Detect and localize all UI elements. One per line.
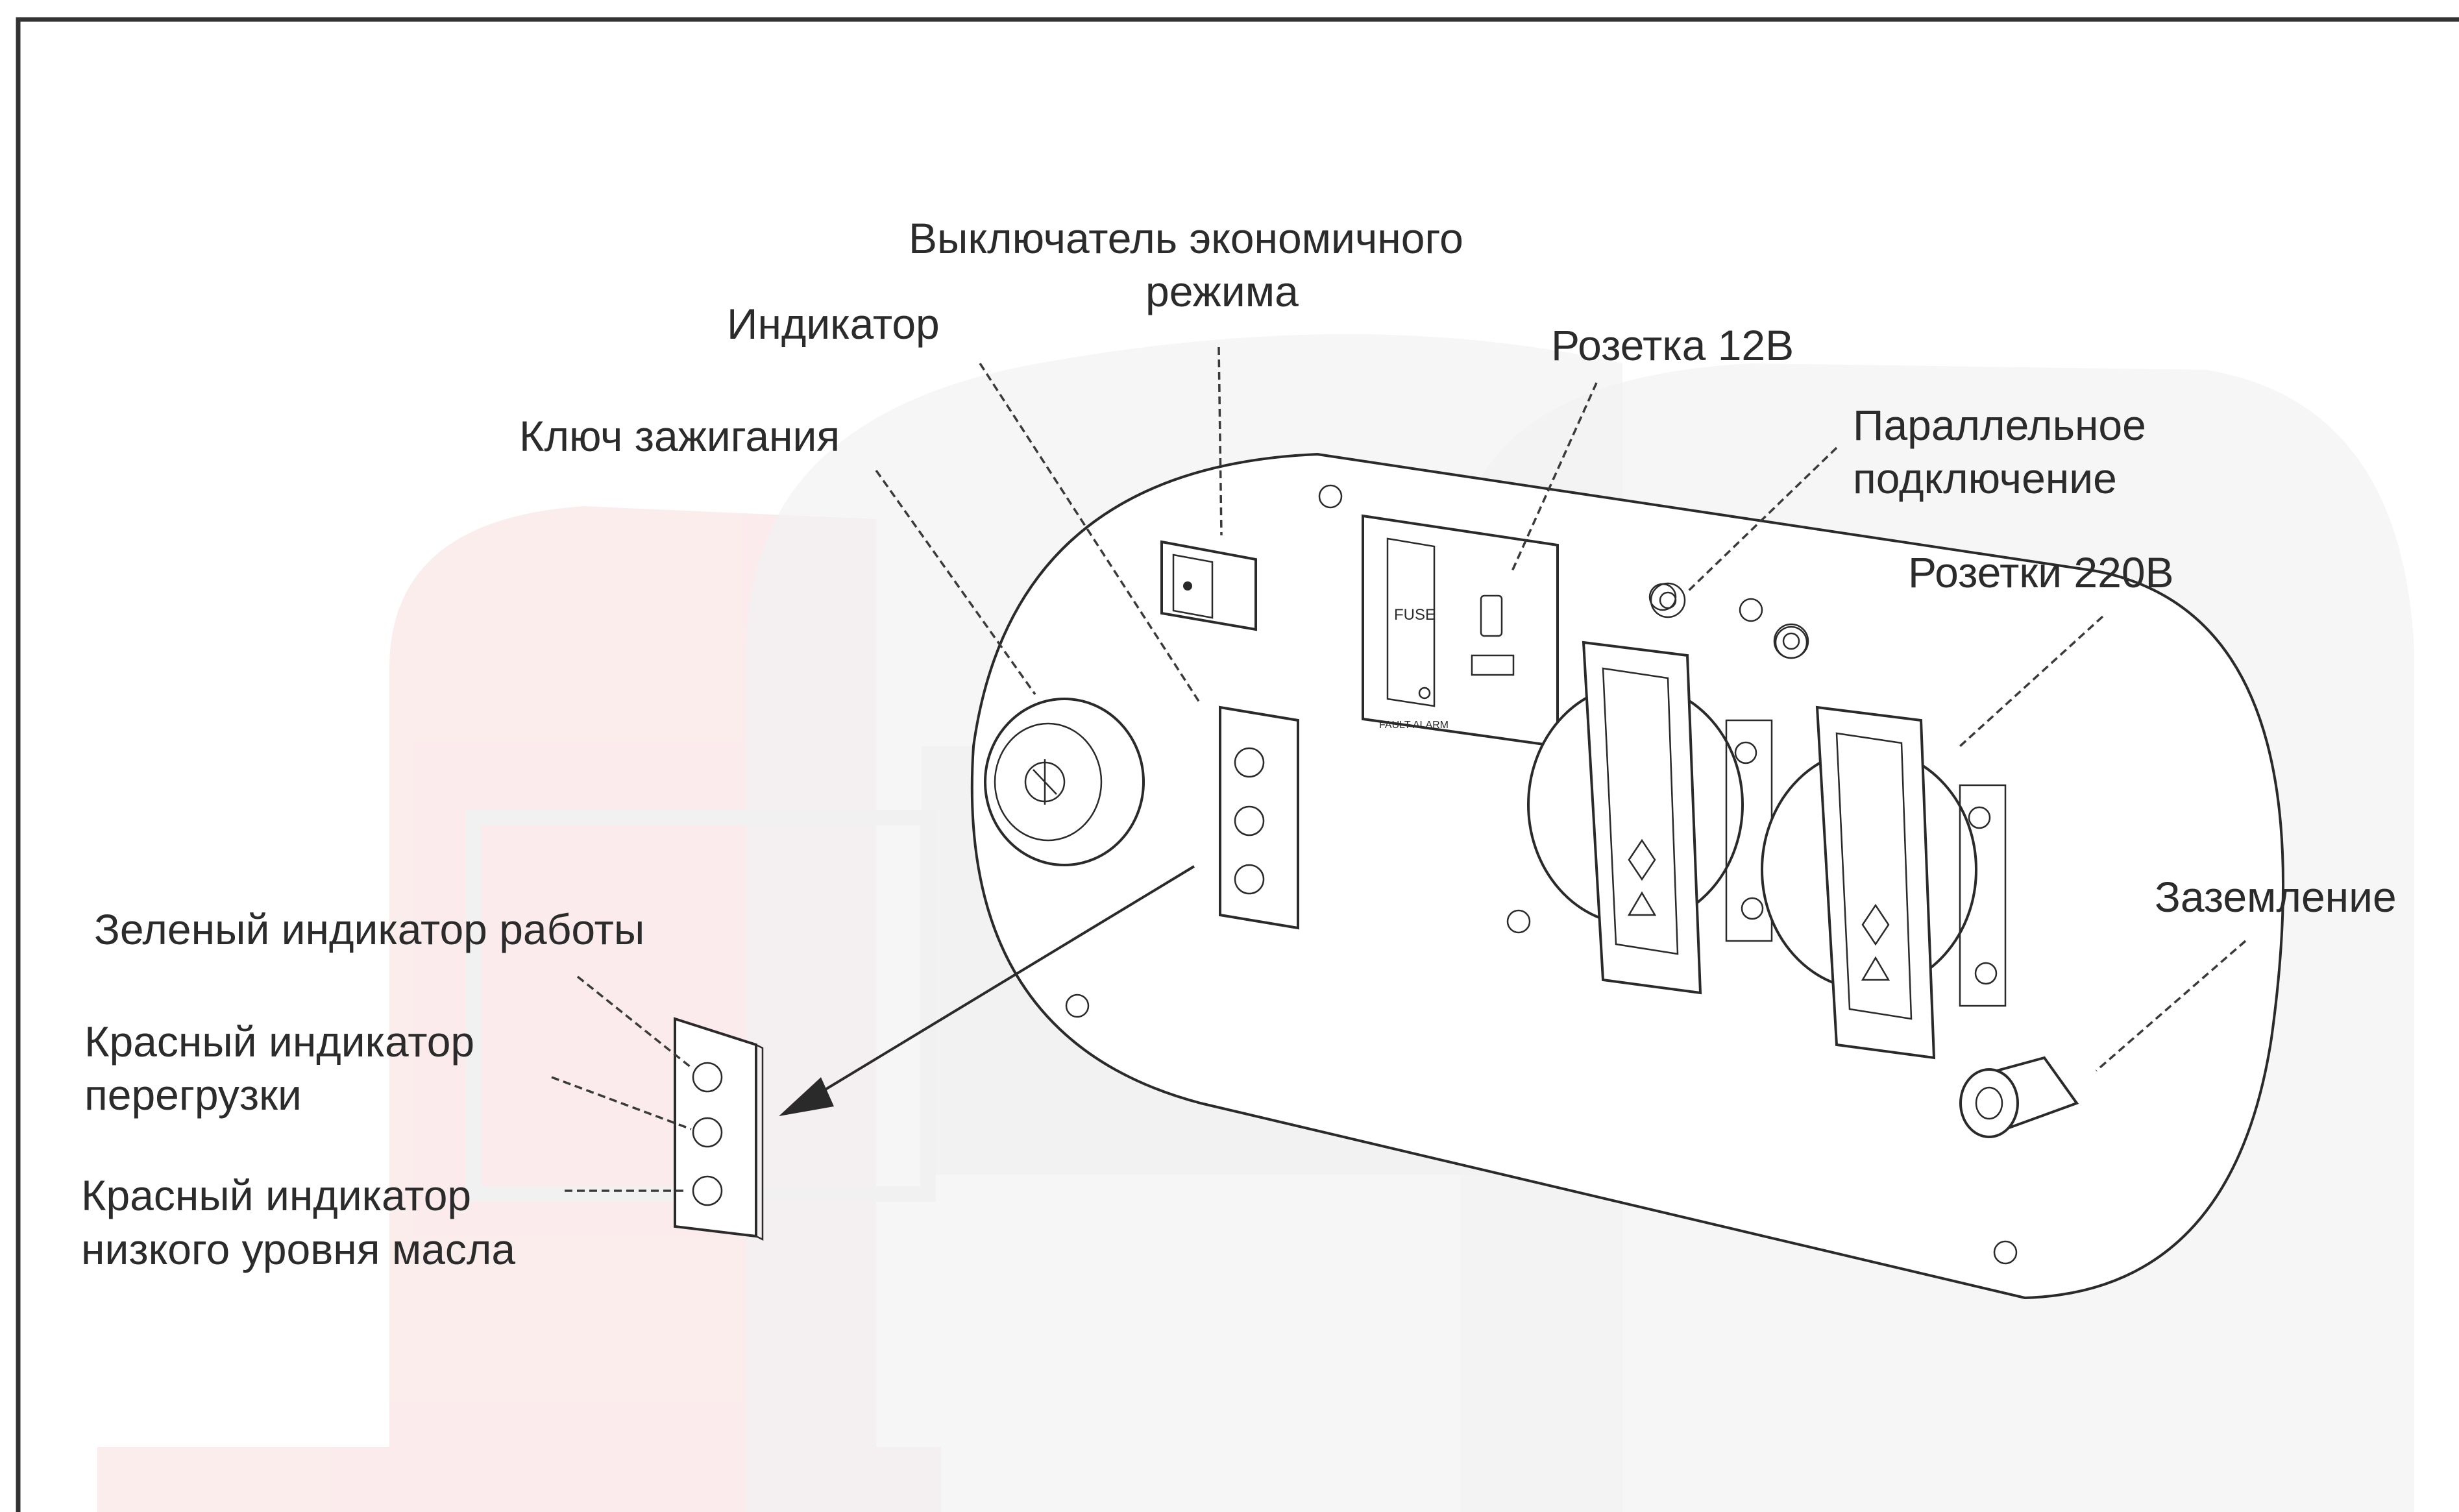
leader-parallel xyxy=(1686,446,1838,593)
ignition-key xyxy=(984,698,1145,866)
label-parallel-line1: Параллельное xyxy=(1853,401,2146,449)
ground-terminal xyxy=(1959,1056,2079,1138)
label-overload-line2: перегрузки xyxy=(84,1071,302,1119)
label-eco-switch-line1: Выключатель экономичного xyxy=(909,214,1463,262)
label-overload-line1: Красный индикатор xyxy=(84,1018,474,1066)
leader-overload xyxy=(551,1076,692,1130)
socket-12v-block: FUSE FAULT ALARM xyxy=(1362,514,1559,748)
leader-ignition xyxy=(875,469,1036,696)
leader-socket-12v xyxy=(1511,382,1598,572)
label-ground: Заземление xyxy=(2155,873,2397,921)
frame-border xyxy=(16,17,2459,1512)
leader-eco-switch xyxy=(1217,347,1223,536)
label-ignition-key: Ключ зажигания xyxy=(519,412,840,460)
indicator-strip-detail xyxy=(674,1017,764,1241)
label-socket-12v: Розетка 12В xyxy=(1551,321,1794,369)
leader-lines xyxy=(551,347,2247,1192)
label-indicator: Индикатор xyxy=(727,300,940,348)
socket-220v-left xyxy=(1527,640,1773,995)
label-low-oil-line2: низкого уровня масла xyxy=(81,1225,515,1273)
parallel-connection-terminals xyxy=(1650,582,1809,659)
indicator-strip xyxy=(1219,705,1299,930)
detail-arrow xyxy=(779,865,1195,1116)
leader-indicator xyxy=(979,363,1202,705)
label-sockets-220v: Розетки 220В xyxy=(1908,548,2174,596)
leader-ground xyxy=(2095,940,2247,1072)
callout-labels: Выключатель экономичного режима Индикато… xyxy=(81,214,2397,1273)
label-eco-switch-line2: режима xyxy=(1145,267,1299,315)
label-parallel-line2: подключение xyxy=(1853,454,2117,502)
fault-alarm-marking: FAULT ALARM xyxy=(1379,720,1449,731)
fuse-marking: FUSE xyxy=(1394,606,1436,624)
label-green-indicator: Зеленый индикатор работы xyxy=(94,905,644,953)
label-low-oil-line1: Красный индикатор xyxy=(81,1171,471,1219)
socket-220v-right xyxy=(1761,705,2007,1060)
leader-sockets-220v xyxy=(1959,615,2104,748)
eco-mode-switch xyxy=(1160,540,1257,631)
